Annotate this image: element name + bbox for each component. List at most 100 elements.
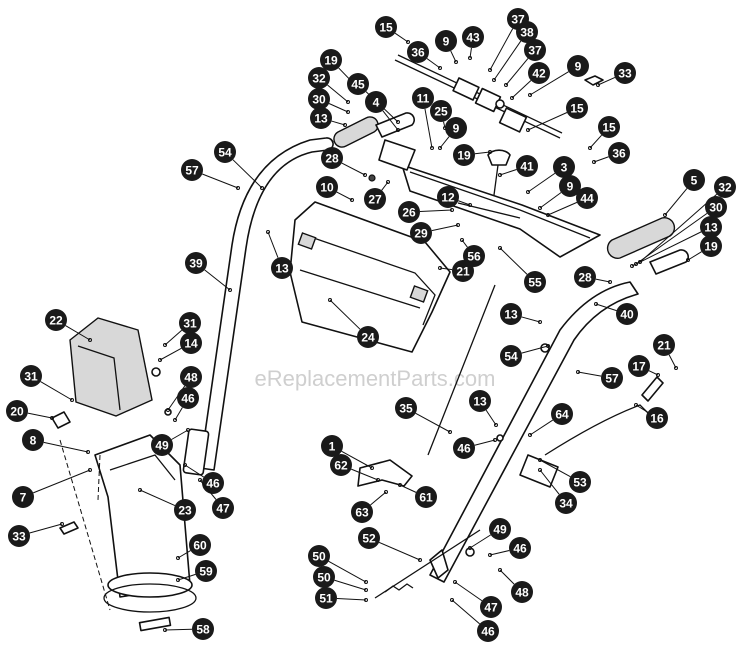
callout-badge bbox=[6, 400, 28, 422]
callout-leader bbox=[328, 560, 367, 583]
callout-target-dot bbox=[494, 423, 498, 427]
callout-number: 21 bbox=[657, 339, 671, 353]
part-callout-22: 22 bbox=[45, 309, 92, 342]
callout-badge bbox=[574, 266, 596, 288]
callout-badge bbox=[524, 271, 546, 293]
callout-number: 28 bbox=[325, 152, 339, 166]
part-callout-63: 63 bbox=[351, 490, 388, 523]
callout-number: 51 bbox=[319, 592, 333, 606]
callout-number: 48 bbox=[515, 586, 529, 600]
callout-target-dot bbox=[460, 238, 464, 242]
callout-number: 13 bbox=[473, 395, 487, 409]
callout-target-dot bbox=[398, 483, 402, 487]
callout-number: 47 bbox=[484, 601, 498, 615]
callout-leader bbox=[668, 354, 677, 369]
part-callout-40: 40 bbox=[594, 302, 638, 325]
callout-target-dot bbox=[454, 60, 458, 64]
callout-number: 20 bbox=[10, 405, 24, 419]
callout-target-dot bbox=[438, 66, 442, 70]
part-callout-37: 37 bbox=[504, 39, 546, 87]
callout-badge bbox=[559, 175, 581, 197]
callout-badge bbox=[567, 55, 589, 77]
callout-leader bbox=[139, 489, 176, 506]
callout-number: 3 bbox=[561, 161, 568, 175]
callout-badge bbox=[435, 30, 457, 52]
callout-target-dot bbox=[228, 288, 232, 292]
callout-number: 49 bbox=[155, 439, 169, 453]
callout-number: 4 bbox=[373, 96, 380, 110]
callout-number: 36 bbox=[411, 46, 425, 60]
callout-target-dot bbox=[384, 490, 388, 494]
callout-leader bbox=[29, 523, 63, 534]
assembly-line-left bbox=[59, 439, 111, 611]
callout-target-dot bbox=[50, 416, 54, 420]
part-callout-9: 9 bbox=[438, 117, 467, 150]
part-callout-13: 13 bbox=[310, 107, 347, 129]
part-callout-19: 19 bbox=[686, 235, 722, 262]
upper-left-grip-assembly bbox=[333, 112, 416, 182]
left-handle-tube bbox=[182, 137, 334, 476]
callout-leader bbox=[489, 28, 514, 71]
callout-badge bbox=[192, 618, 214, 640]
part-callout-9: 9 bbox=[538, 175, 581, 210]
part-callout-46: 46 bbox=[173, 387, 199, 422]
callout-number: 44 bbox=[580, 192, 594, 206]
callout-number: 13 bbox=[275, 262, 289, 276]
callout-number: 50 bbox=[312, 550, 326, 564]
callout-badge bbox=[628, 355, 650, 377]
callout-target-dot bbox=[370, 466, 374, 470]
callout-number: 58 bbox=[196, 623, 210, 637]
part-callout-21: 21 bbox=[653, 334, 678, 370]
callout-badge bbox=[22, 429, 44, 451]
callout-target-dot bbox=[526, 128, 530, 132]
callout-badge bbox=[357, 326, 379, 348]
callout-badge bbox=[412, 87, 434, 109]
callout-number: 48 bbox=[184, 371, 198, 385]
callout-leader bbox=[329, 299, 361, 330]
callout-target-dot bbox=[236, 186, 240, 190]
callout-number: 14 bbox=[184, 337, 198, 351]
callout-target-dot bbox=[363, 173, 367, 177]
part-callout-15: 15 bbox=[526, 97, 588, 132]
callout-number: 41 bbox=[520, 160, 534, 174]
callout-target-dot bbox=[138, 488, 142, 492]
callout-leader bbox=[499, 569, 515, 585]
part-callout-12: 12 bbox=[437, 186, 472, 208]
part-callout-28: 28 bbox=[321, 147, 367, 177]
callout-number: 38 bbox=[520, 26, 534, 40]
callout-number: 52 bbox=[362, 532, 376, 546]
callout-badge bbox=[151, 434, 173, 456]
callout-target-dot bbox=[488, 150, 492, 154]
callout-target-dot bbox=[538, 458, 542, 462]
callout-target-dot bbox=[448, 430, 452, 434]
part-callout-57: 57 bbox=[181, 159, 240, 190]
callout-number: 33 bbox=[12, 530, 26, 544]
callout-target-dot bbox=[498, 568, 502, 572]
callout-leader bbox=[474, 151, 491, 155]
callout-badge bbox=[185, 252, 207, 274]
callout-target-dot bbox=[364, 598, 368, 602]
callout-number: 37 bbox=[528, 44, 542, 58]
part-callout-15: 15 bbox=[588, 116, 620, 150]
callout-leader bbox=[499, 247, 528, 275]
callout-leader bbox=[439, 267, 453, 271]
part-callout-14: 14 bbox=[158, 332, 202, 362]
part-callout-9: 9 bbox=[528, 55, 589, 97]
callout-leader bbox=[341, 162, 366, 176]
callout-badge bbox=[310, 107, 332, 129]
callout-target-dot bbox=[350, 198, 354, 202]
callout-badge bbox=[177, 387, 199, 409]
part-callout-13: 13 bbox=[630, 216, 722, 268]
part-callout-1: 1 bbox=[321, 435, 374, 470]
part-callout-50: 50 bbox=[313, 566, 368, 592]
callout-badge bbox=[364, 188, 386, 210]
callout-target-dot bbox=[163, 628, 167, 632]
callout-target-dot bbox=[386, 180, 390, 184]
callout-leader bbox=[474, 439, 496, 446]
callout-target-dot bbox=[88, 338, 92, 342]
callout-badge bbox=[308, 88, 330, 110]
callout-badge bbox=[705, 196, 727, 218]
callout-number: 42 bbox=[532, 67, 546, 81]
callout-badge bbox=[516, 21, 538, 43]
